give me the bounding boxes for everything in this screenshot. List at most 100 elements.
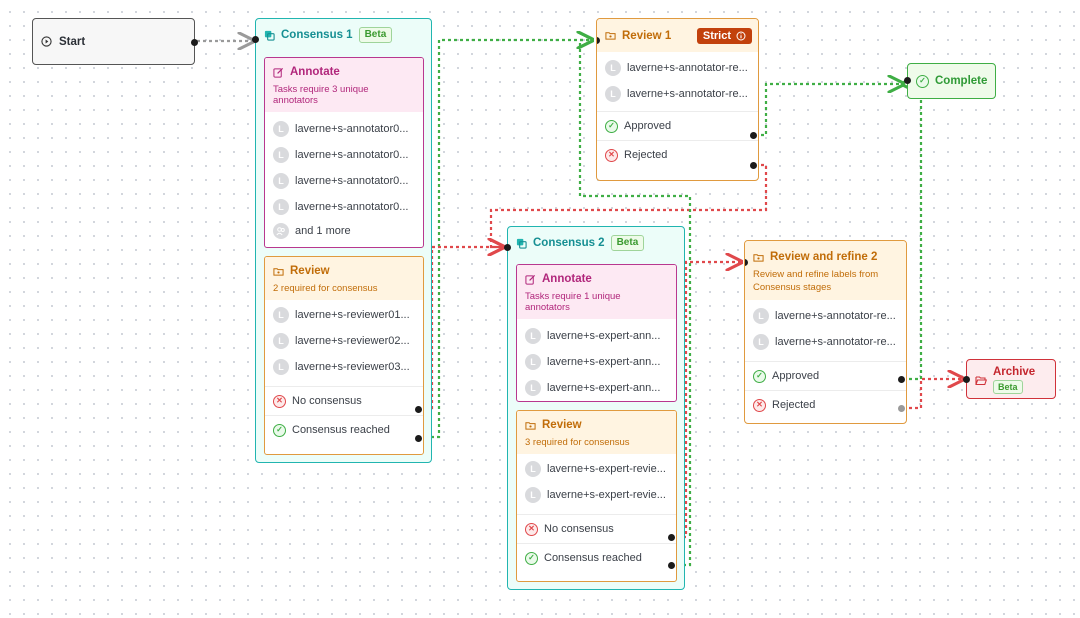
edge-refine2-rejected-archive	[903, 379, 963, 410]
start-node[interactable]: Start	[32, 18, 198, 65]
avatar: L	[525, 328, 541, 344]
avatar: L	[525, 354, 541, 370]
archive-input-handle[interactable]	[963, 376, 970, 383]
review-refine-2-input-handle[interactable]	[745, 259, 748, 266]
annotate-subtitle: Tasks require 1 unique annotators	[525, 291, 621, 313]
avatar: L	[273, 147, 289, 163]
c2-no-consensus-handle[interactable]	[668, 534, 675, 541]
avatar: L	[525, 461, 541, 477]
x-circle-icon: ✕	[273, 394, 286, 408]
consensus-2-node[interactable]: Consensus 2 Beta Annotate Tasks require …	[504, 226, 685, 590]
edit-icon	[525, 274, 536, 285]
review-refine-2-approved-handle[interactable]	[898, 376, 905, 383]
review-title: Review	[290, 265, 330, 277]
consensus-2-annotate-stage[interactable]: Annotate Tasks require 1 unique annotato…	[516, 264, 677, 402]
rejected-outcome[interactable]: ✕ Rejected	[745, 390, 906, 419]
review-1-rejected-handle[interactable]	[750, 162, 757, 169]
review-1-approved-handle[interactable]	[750, 132, 757, 139]
approved-outcome[interactable]: ✓ Approved	[597, 111, 758, 140]
consensus-2-beta-badge: Beta	[610, 235, 645, 251]
folder-review-icon	[273, 267, 284, 276]
strict-badge: Strict	[696, 27, 752, 44]
archive-node[interactable]: Archive Beta	[963, 359, 1056, 399]
annotate-subtitle: Tasks require 3 unique annotators	[273, 84, 369, 106]
c1-consensus-reached-handle[interactable]	[415, 435, 422, 442]
consensus-2-input-handle[interactable]	[504, 244, 511, 251]
review-subtitle: 2 required for consensus	[273, 283, 378, 294]
info-icon	[736, 31, 746, 40]
archive-label: Archive	[993, 366, 1036, 378]
avatar: L	[605, 60, 621, 76]
review-refine-2-title: Review and refine 2	[770, 251, 878, 263]
consensus-icon	[264, 30, 275, 41]
annotate-title: Annotate	[542, 273, 592, 285]
rejected-outcome[interactable]: ✕ Rejected	[597, 140, 758, 169]
consensus-reached-outcome[interactable]: ✓ Consensus reached	[265, 415, 423, 444]
review-1-title: Review 1	[622, 29, 672, 42]
consensus-1-input-handle[interactable]	[252, 36, 259, 43]
avatar: L	[273, 307, 289, 323]
archive-beta-badge: Beta	[993, 380, 1023, 394]
review-subtitle: 3 required for consensus	[525, 437, 630, 448]
complete-input-handle[interactable]	[904, 77, 911, 84]
folder-open-icon	[975, 376, 987, 386]
consensus-1-annotate-stage[interactable]: Annotate Tasks require 3 unique annotato…	[264, 57, 424, 248]
approved-outcome[interactable]: ✓ Approved	[745, 361, 906, 390]
avatar: L	[525, 487, 541, 503]
consensus-1-node[interactable]: Consensus 1 Beta Annotate Tasks require …	[252, 18, 432, 463]
check-circle-icon: ✓	[605, 119, 618, 133]
c1-no-consensus-handle[interactable]	[415, 406, 422, 413]
x-circle-icon: ✕	[605, 148, 618, 162]
x-circle-icon: ✕	[525, 522, 538, 536]
play-circle-icon	[41, 36, 52, 47]
consensus-icon	[516, 238, 527, 249]
review-1-input-handle[interactable]	[597, 37, 600, 44]
avatar: L	[273, 333, 289, 349]
avatar: L	[273, 199, 289, 215]
avatar: L	[753, 334, 769, 350]
avatar: L	[525, 380, 541, 396]
no-consensus-outcome[interactable]: ✕ No consensus	[517, 514, 676, 543]
consensus-1-beta-badge: Beta	[358, 27, 393, 43]
x-circle-icon: ✕	[753, 398, 766, 412]
complete-label: Complete	[935, 75, 988, 87]
review-refine-2-node[interactable]: Review and refine 2 Review and refine la…	[744, 240, 907, 424]
check-circle-icon: ✓	[525, 551, 538, 565]
avatar: L	[273, 359, 289, 375]
avatar: L	[605, 86, 621, 102]
users-group-icon	[273, 223, 289, 239]
more-annotators[interactable]: and 1 more	[265, 220, 423, 242]
start-output-handle[interactable]	[191, 39, 198, 46]
consensus-reached-outcome[interactable]: ✓ Consensus reached	[517, 543, 676, 572]
avatar: L	[753, 308, 769, 324]
folder-review-icon	[525, 421, 536, 430]
complete-node[interactable]: ✓ Complete	[904, 63, 996, 99]
review-refine-2-rejected-handle[interactable]	[898, 405, 905, 412]
edit-icon	[273, 67, 284, 78]
review-title: Review	[542, 419, 582, 431]
no-consensus-outcome[interactable]: ✕ No consensus	[265, 386, 423, 415]
folder-review-icon	[605, 32, 616, 40]
check-circle-icon: ✓	[753, 369, 766, 383]
c2-consensus-reached-handle[interactable]	[668, 562, 675, 569]
annotate-title: Annotate	[290, 66, 340, 78]
